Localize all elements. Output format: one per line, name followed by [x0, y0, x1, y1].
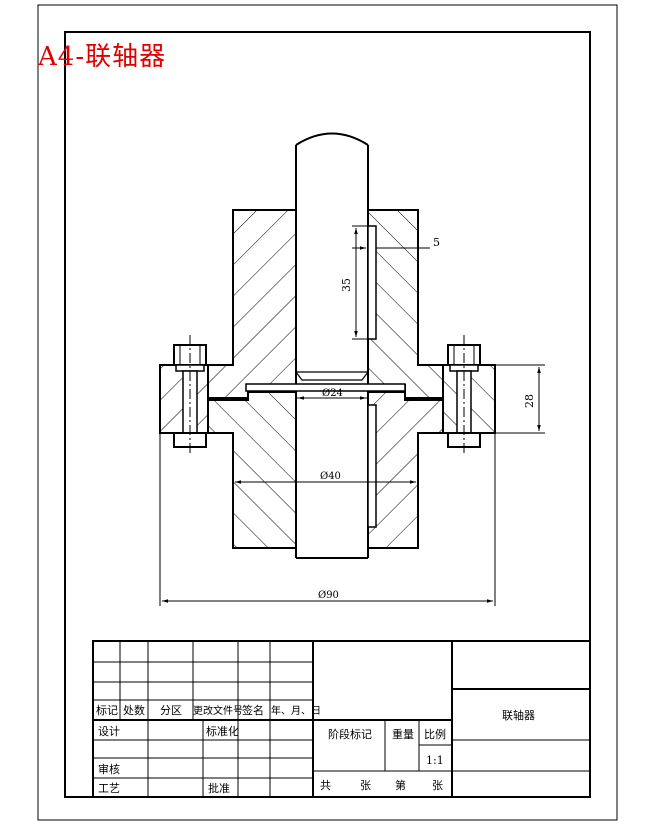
dim-flange-diameter: Ø90 [159, 433, 496, 606]
left-bolt [173, 335, 207, 455]
lbl-standardization: 标准化 [206, 724, 239, 738]
lbl-weight: 重量 [392, 727, 414, 741]
dim-key-length-text: 35 [340, 278, 353, 292]
dim-shaft-diameter-text: Ø24 [322, 388, 343, 399]
hdr-zone: 分区 [160, 704, 182, 717]
dim-key-width-text: 5 [433, 236, 440, 249]
dim-bolt-spacing-text: 28 [523, 394, 536, 408]
dim-flange-diameter-text: Ø90 [318, 590, 339, 601]
dim-bolt-spacing: 28 [480, 364, 545, 434]
lbl-process: 工艺 [98, 782, 120, 795]
lbl-sheet-2: 张 [432, 779, 443, 792]
lbl-review: 审核 [98, 762, 120, 776]
shaft [245, 132, 406, 559]
right-bolt [447, 335, 481, 455]
dim-hub-diameter-text: Ø40 [320, 471, 341, 482]
drawing-title: A4-联轴器 [38, 42, 167, 72]
lbl-total: 共 [320, 779, 331, 792]
dim-hub-diameter: Ø40 [235, 471, 416, 484]
lbl-approve: 批准 [208, 781, 230, 795]
outer-border [37, 4, 618, 821]
lbl-sheet-1: 张 [360, 779, 371, 792]
hdr-signature: 签名 [242, 703, 264, 717]
hdr-date: 年、月、日 [271, 704, 321, 717]
hdr-doc-no: 更改文件号 [193, 704, 243, 717]
lbl-scale: 比例 [424, 727, 446, 741]
val-scale: 1:1 [426, 754, 444, 767]
dim-shaft-diameter: Ø24 [298, 388, 366, 400]
hdr-mark: 标记 [96, 703, 118, 717]
lower-hub [207, 391, 444, 549]
lbl-sheet-no: 第 [395, 778, 406, 792]
part-name: 联轴器 [502, 708, 535, 722]
dim-key-length: 35 [340, 225, 370, 340]
lbl-design: 设计 [98, 725, 120, 738]
lbl-stage-mark: 阶段标记 [328, 727, 372, 741]
hdr-count: 处数 [123, 704, 145, 717]
title-block [92, 640, 591, 798]
title-block-text: 标记 处数 分区 更改文件号 签名 年、月、日 设计 标准化 审核 工艺 批准 … [96, 703, 535, 795]
